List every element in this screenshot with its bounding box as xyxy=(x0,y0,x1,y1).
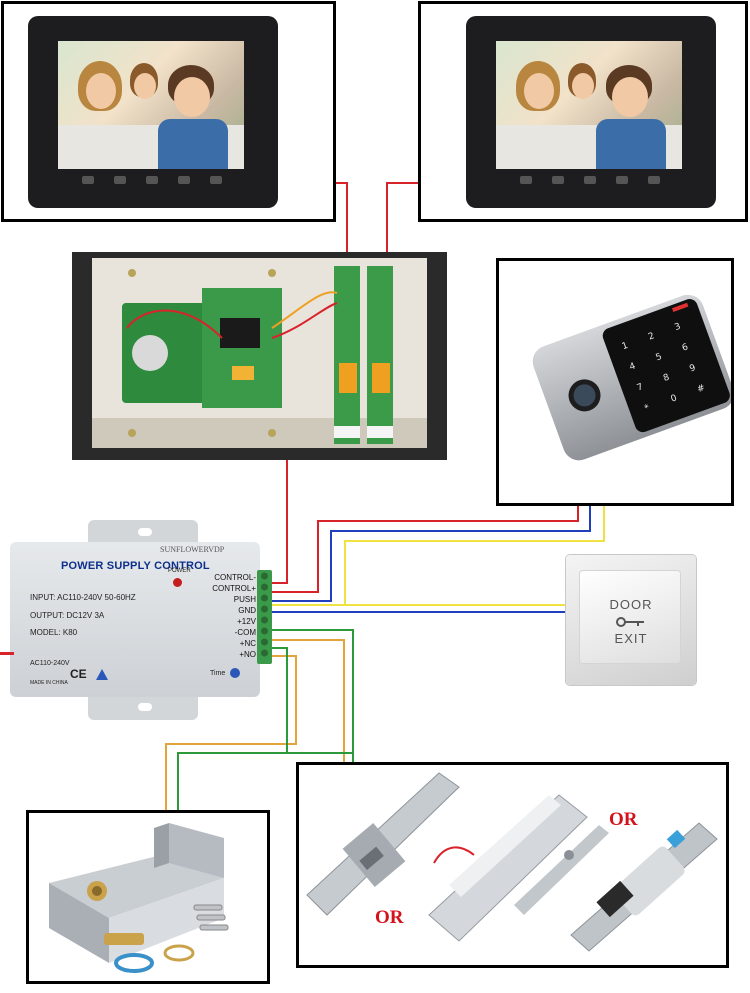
warning-icon xyxy=(96,669,108,680)
psu-title: POWER SUPPLY CONTROL xyxy=(61,560,210,572)
wire-lock-green-a xyxy=(272,629,354,762)
distribution-box-icon xyxy=(72,248,447,463)
psu-output: OUTPUT: DC12V 3A xyxy=(30,611,105,620)
psu-made-in: MADE IN CHINA xyxy=(30,680,68,686)
indoor-monitor-icon xyxy=(28,16,278,208)
terminal-no: +NO xyxy=(239,650,256,659)
exit-button-line1: DOOR xyxy=(609,597,653,612)
exit-button-line2: EXIT xyxy=(614,631,648,646)
ac-cable xyxy=(0,652,14,655)
wire-box-to-psu xyxy=(272,418,288,584)
magnetic-lock-icon xyxy=(428,794,609,942)
monitor-panel-1 xyxy=(1,1,336,222)
svg-text:6: 6 xyxy=(681,342,690,353)
psu-ce-mark: CE xyxy=(70,667,87,681)
psu-power-label: POWER xyxy=(168,568,191,574)
or-label-1: OR xyxy=(375,907,404,928)
rim-lock-panel xyxy=(26,810,270,984)
svg-text:5: 5 xyxy=(655,352,664,363)
monitor-buttons[interactable] xyxy=(520,176,660,186)
fingerprint-keypad-icon: 1 2 3 4 5 6 7 8 9 * 0 # xyxy=(532,294,731,461)
electric-strike-icon xyxy=(306,772,460,916)
svg-text:1: 1 xyxy=(621,341,630,352)
svg-text:2: 2 xyxy=(647,331,656,342)
svg-text:7: 7 xyxy=(636,382,645,393)
wire-keypad-red xyxy=(272,505,579,593)
psu-time-label: Time xyxy=(210,670,226,677)
terminal-control-minus: CONTROL- xyxy=(214,573,256,582)
monitor-screen xyxy=(496,41,682,169)
lock-options xyxy=(306,772,718,952)
key-icon xyxy=(616,617,646,627)
terminal-control-plus: CONTROL+ xyxy=(212,584,256,593)
bolt-lock-icon xyxy=(570,822,718,952)
psu-brand: SUNFLOWERVDP xyxy=(160,545,225,554)
terminal-com: -COM xyxy=(234,628,256,637)
terminal-push: PUSH xyxy=(233,595,256,604)
wire-keypad-blue xyxy=(272,505,591,602)
distribution-box-drawing xyxy=(72,252,447,460)
svg-text:0: 0 xyxy=(670,393,679,404)
terminal-12v: +12V xyxy=(237,617,256,626)
svg-text:#: # xyxy=(696,383,707,395)
wire-monitor-2 xyxy=(386,182,418,268)
electric-rim-lock-icon xyxy=(49,823,229,973)
terminal-nc: +NC xyxy=(239,639,256,648)
svg-text:9: 9 xyxy=(688,363,697,374)
or-label-2: OR xyxy=(609,809,638,830)
indoor-monitor-icon xyxy=(466,16,716,208)
psu-ac-label: AC110-240V xyxy=(30,660,70,667)
terminal-screws xyxy=(261,572,268,657)
power-supply-unit: SUNFLOWERVDP POWER SUPPLY CONTROL POWER … xyxy=(0,520,282,720)
time-knob-icon[interactable] xyxy=(230,668,240,678)
terminal-gnd: GND xyxy=(238,606,256,615)
terminal-labels: CONTROL- CONTROL+ PUSH GND +12V -COM +NC… xyxy=(198,573,256,663)
power-led-icon xyxy=(173,578,182,587)
wire-lock-orange xyxy=(272,639,345,762)
exit-button-icon[interactable]: DOOR EXIT xyxy=(566,555,696,685)
svg-text:3: 3 xyxy=(673,322,682,333)
psu-body xyxy=(10,542,260,697)
psu-model: MODEL: K80 xyxy=(30,628,78,637)
locks-panel: OR OR xyxy=(296,762,729,968)
svg-text:4: 4 xyxy=(628,361,637,372)
psu-input: INPUT: AC110-240V 50-60HZ xyxy=(30,593,136,602)
monitor-screen xyxy=(58,41,244,169)
keypad-panel: 1 2 3 4 5 6 7 8 9 * 0 # xyxy=(496,258,734,506)
monitor-buttons[interactable] xyxy=(82,176,222,186)
monitor-panel-2 xyxy=(418,1,748,222)
wire-monitor-1 xyxy=(335,182,348,268)
svg-text:*: * xyxy=(643,403,651,414)
svg-text:8: 8 xyxy=(662,373,671,384)
